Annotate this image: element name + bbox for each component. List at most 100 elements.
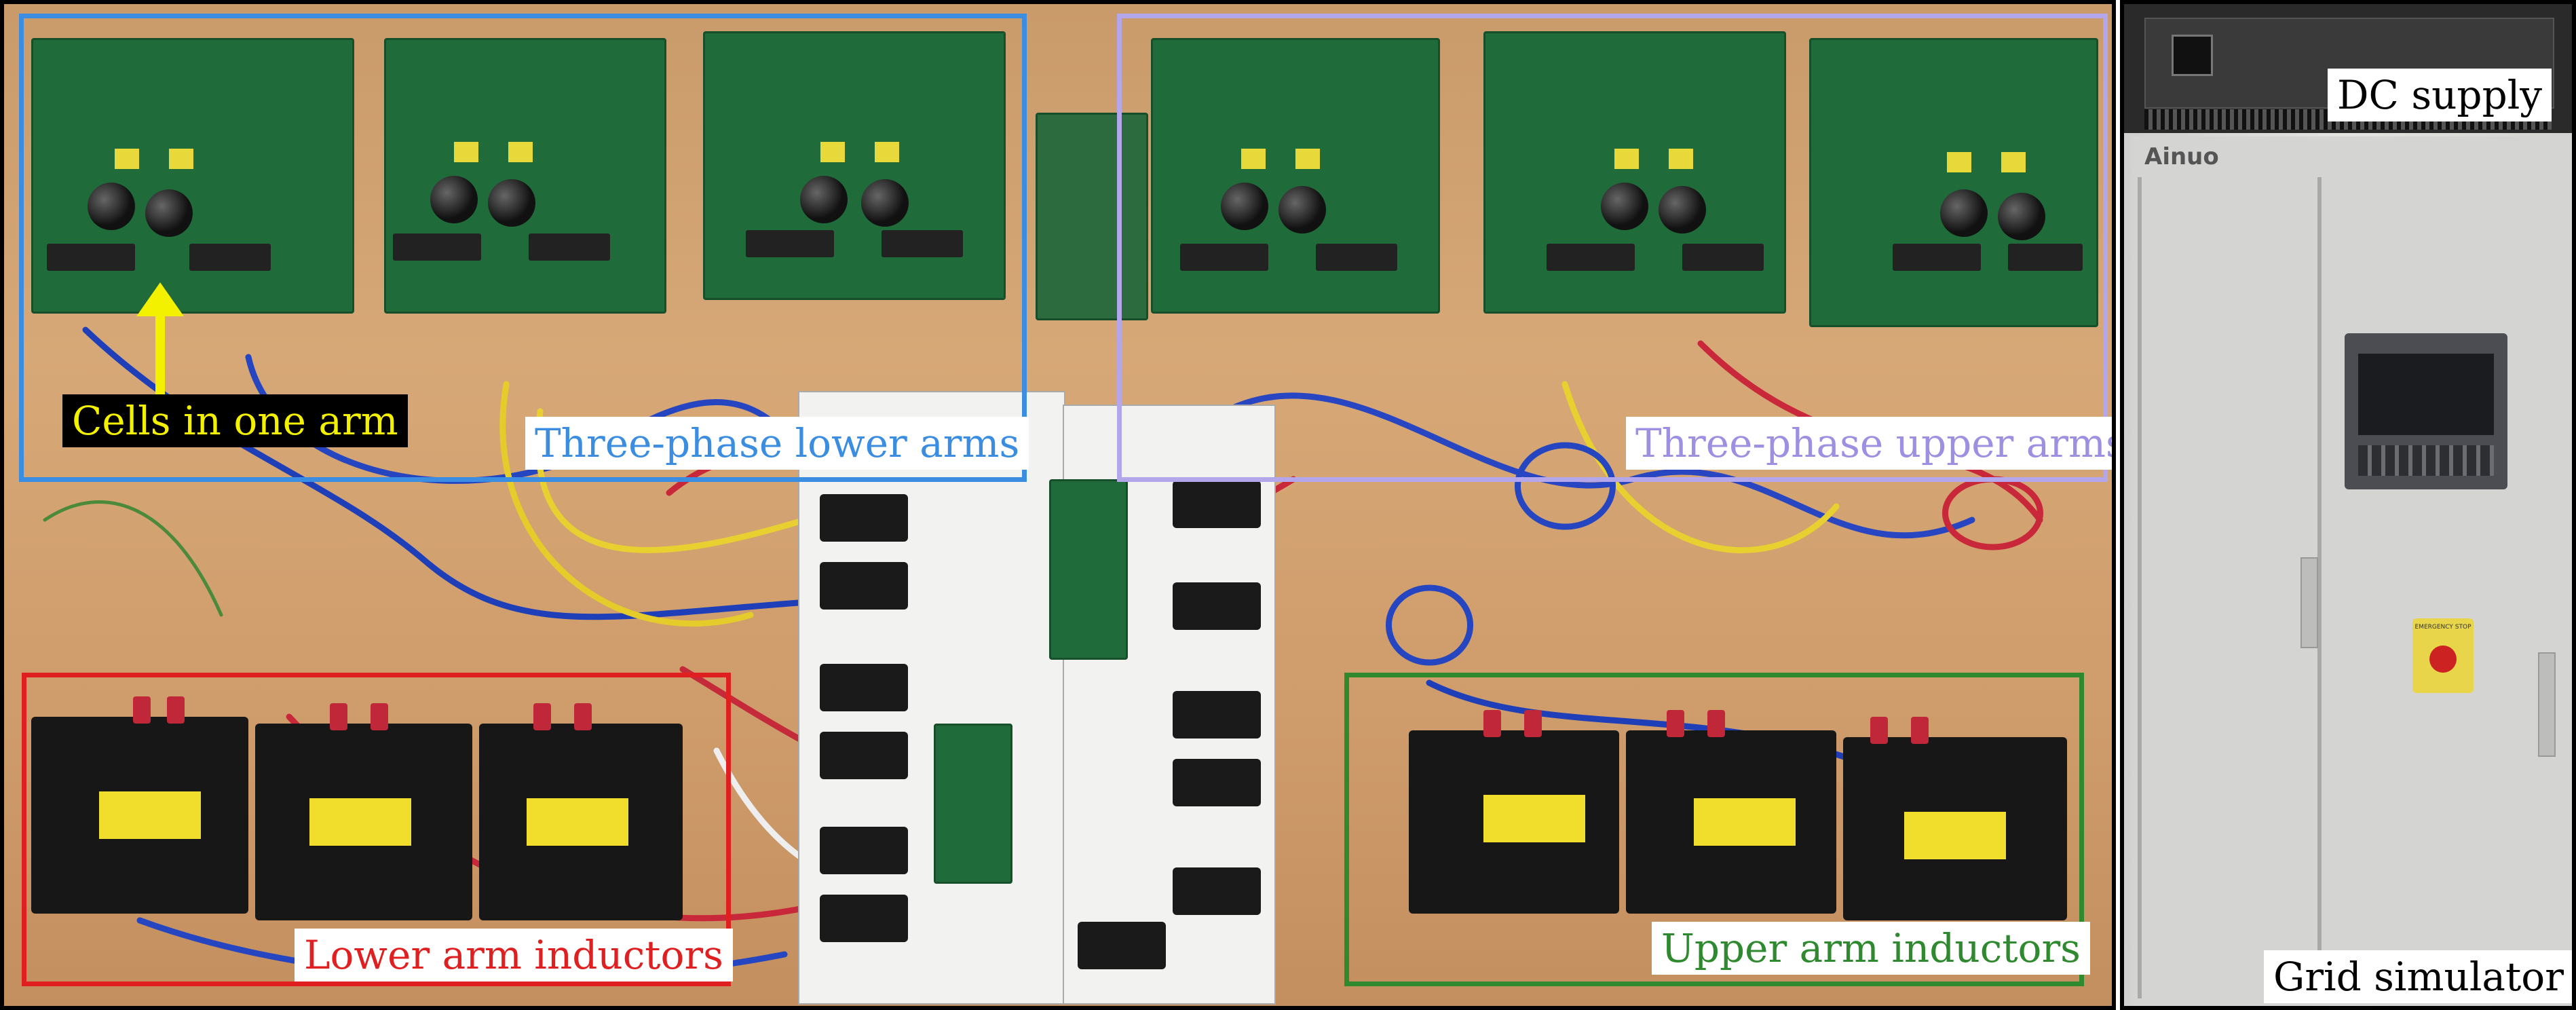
terminal-board-left xyxy=(798,391,1065,1005)
terminal-strip xyxy=(882,230,963,257)
capacitor xyxy=(1278,186,1326,233)
lug xyxy=(574,703,592,730)
terminal-strip xyxy=(47,244,135,271)
inductor-label xyxy=(309,798,411,846)
terminal-strip xyxy=(1180,244,1268,271)
cabinet-body: Ainuo EMERGENCY STOP xyxy=(2131,136,2572,1005)
inductor-upper-1 xyxy=(1409,710,1619,914)
label-cells-in-one-arm: Cells in one arm xyxy=(62,394,408,447)
terminal-strip xyxy=(746,230,834,257)
connector xyxy=(115,149,139,169)
connector xyxy=(1947,152,1971,172)
lug xyxy=(1483,710,1501,737)
capacitor xyxy=(430,176,478,223)
inductor-label xyxy=(99,791,201,839)
terminal-block xyxy=(1173,582,1261,630)
terminal-block xyxy=(820,562,908,610)
label-lower-inductors: Lower arm inductors xyxy=(295,929,733,981)
terminal-strip xyxy=(1316,244,1397,271)
inductor-upper-3 xyxy=(1843,717,2067,920)
terminal-strip xyxy=(1547,244,1635,271)
connector xyxy=(1241,149,1266,169)
label-lower-arms: Three-phase lower arms xyxy=(525,417,1029,470)
arrow-icon xyxy=(136,282,184,401)
lug xyxy=(1870,717,1888,744)
capacitor xyxy=(1221,183,1268,230)
terminal-block xyxy=(820,494,908,542)
estop-text: EMERGENCY STOP xyxy=(2414,624,2471,631)
terminal-board-right xyxy=(1063,405,1276,1005)
terminal-block xyxy=(820,895,908,942)
terminal-strip xyxy=(393,233,481,261)
terminal-block xyxy=(820,827,908,874)
wire-green xyxy=(43,500,223,617)
terminal-strip xyxy=(2008,244,2083,271)
wire-blue xyxy=(1386,584,1473,666)
door-seam xyxy=(2317,177,2322,998)
lug xyxy=(133,696,151,724)
capacitor xyxy=(145,189,193,237)
keypad xyxy=(2358,445,2494,476)
grid-simulator-photo: Ainuo EMERGENCY STOP DC supply Grid simu… xyxy=(2120,0,2576,1010)
pcb-stack-lower-u xyxy=(703,31,1006,300)
pcb-stack-lower-w xyxy=(31,38,354,314)
inductor-label xyxy=(1904,812,2006,859)
capacitor xyxy=(800,176,848,223)
capacitor xyxy=(88,183,135,230)
terminal-block xyxy=(1173,759,1261,806)
terminal-block xyxy=(820,664,908,711)
connector xyxy=(875,142,899,162)
label-upper-inductors: Upper arm inductors xyxy=(1652,922,2090,975)
terminal-strip xyxy=(529,233,610,261)
wire-yellow xyxy=(499,381,754,627)
capacitor xyxy=(861,179,909,227)
lug xyxy=(330,703,347,730)
capacitor xyxy=(1601,183,1648,230)
emergency-stop-button xyxy=(2429,646,2457,673)
lug xyxy=(1911,717,1929,744)
inductor-label xyxy=(527,798,628,846)
door-seam xyxy=(2138,177,2142,998)
wire-blue xyxy=(1515,442,1616,530)
bench-photo: Cells in one arm Three-phase lower arms … xyxy=(0,0,2116,1010)
wire-red xyxy=(1942,476,2043,550)
terminal-strip xyxy=(1893,244,1981,271)
sensor-board xyxy=(1049,479,1128,660)
terminal-block xyxy=(1078,922,1166,969)
pcb-stack-lower-v xyxy=(384,38,666,314)
sensor-board xyxy=(934,724,1012,884)
connector xyxy=(1614,149,1639,169)
upper-arms-box xyxy=(1117,14,2108,482)
upper-inductors-box xyxy=(1344,673,2084,986)
capacitor xyxy=(1998,193,2045,240)
pcb-stack-upper-w xyxy=(1151,38,1440,314)
terminal-block xyxy=(1173,481,1261,528)
inductor-label xyxy=(1694,798,1796,846)
connector xyxy=(508,142,533,162)
terminal-strip xyxy=(189,244,271,271)
emergency-stop: EMERGENCY STOP xyxy=(2412,618,2474,693)
connector xyxy=(454,142,478,162)
control-panel xyxy=(2345,333,2507,489)
label-upper-arms: Three-phase upper arms xyxy=(1626,417,2112,470)
capacitor xyxy=(1659,186,1706,233)
power-switch-icon xyxy=(2172,35,2213,76)
connector xyxy=(1669,149,1693,169)
door-handle xyxy=(2300,557,2318,648)
handle-right xyxy=(2538,652,2556,757)
lug xyxy=(533,703,551,730)
inductor-label xyxy=(1483,795,1585,842)
connector xyxy=(1295,149,1320,169)
pcb-stack-upper-v xyxy=(1483,31,1786,314)
lower-inductors-box xyxy=(22,673,731,986)
lug xyxy=(1524,710,1542,737)
terminal-block xyxy=(1173,867,1261,915)
wire-yellow xyxy=(535,408,808,553)
capacitor xyxy=(1940,189,1988,237)
label-grid-simulator: Grid simulator xyxy=(2264,950,2572,1003)
lug xyxy=(1667,710,1684,737)
pcb-stack-upper-u xyxy=(1809,38,2098,327)
lower-arms-box xyxy=(19,14,1027,482)
relay-board xyxy=(1036,113,1148,320)
capacitor xyxy=(488,179,535,227)
